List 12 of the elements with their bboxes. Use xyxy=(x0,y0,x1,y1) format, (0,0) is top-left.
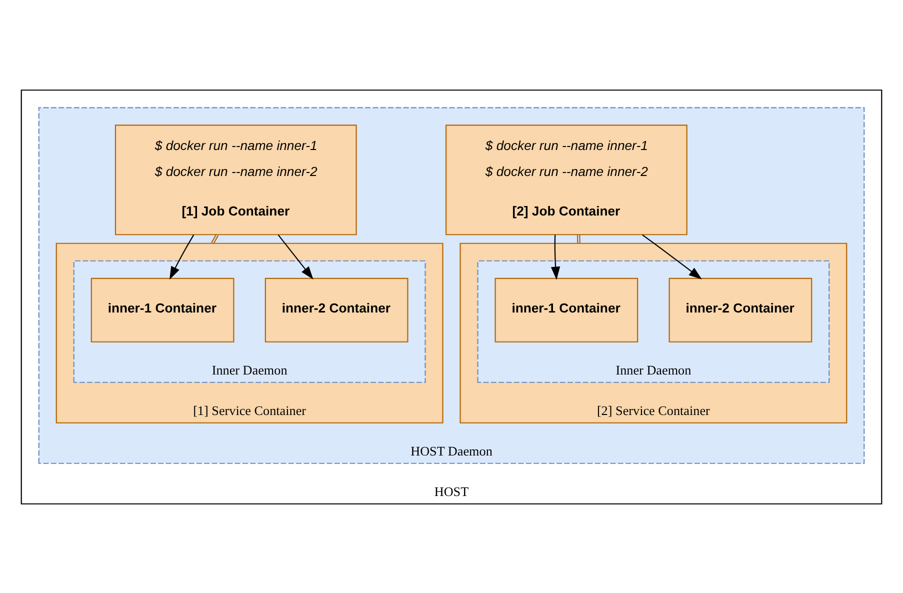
arrow xyxy=(278,234,314,279)
connector xyxy=(576,234,580,243)
node-box: inner-2 Container xyxy=(668,277,812,342)
node-box: inner-1 Container xyxy=(90,277,234,342)
arrow xyxy=(642,234,702,279)
connector xyxy=(211,234,219,244)
node-box: $ docker run --name inner-1 $ docker run --name inner-2 [2] Job Container xyxy=(445,124,688,235)
arrow xyxy=(550,234,560,280)
node-box: inner-1 Container xyxy=(494,277,638,342)
node-box: inner-2 Container xyxy=(264,277,408,342)
arrow xyxy=(170,234,194,280)
node-box: $ docker run --name inner-1 $ docker run --name inner-2 [1] Job Container xyxy=(114,124,357,235)
